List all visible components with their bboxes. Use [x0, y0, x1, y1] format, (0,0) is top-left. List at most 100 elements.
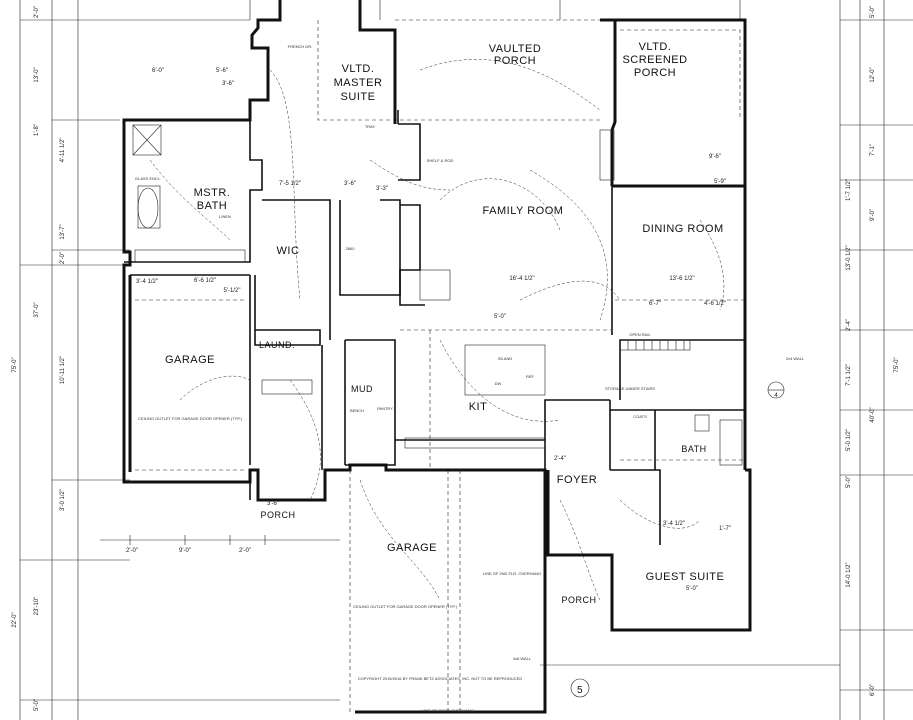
note-ceiling-outlet-center: CEILING OUTLET FOR GARAGE DOOR OPENER (T… — [353, 604, 458, 609]
mud-label: MUD — [351, 384, 373, 394]
fixtures — [132, 124, 743, 466]
note-dw: DW — [495, 381, 502, 386]
dim-right-3: 7'-1" — [870, 144, 876, 156]
note-linen: LINEN — [219, 214, 231, 219]
dim-int-10: 13'-6 1/2" — [669, 276, 694, 282]
dim-int-8: 5'-1/2" — [224, 288, 241, 294]
note-storage-stairs: STORAGE UNDER STAIRS — [605, 386, 655, 391]
dim-int-1: 6'-0" — [152, 68, 164, 74]
note-shelf-rod: SHELF & ROD — [427, 158, 454, 163]
dining-room-label: DINING ROOM — [642, 223, 723, 235]
dim-right-4: 9'-0" — [870, 209, 876, 221]
dim-left-9: 3'-0 1/2" — [60, 489, 66, 511]
garage-center-label: GARAGE — [387, 542, 437, 554]
note-glass-enclosure: GLASS ENCL. — [135, 176, 161, 181]
dim-right-1: 5'-0" — [870, 6, 876, 18]
porch-left-label: PORCH — [260, 510, 295, 520]
dim-left-6: 10'-11 1/2" — [60, 356, 66, 384]
left-dimensions: 2'-0" 13'-0" 1'-8" 4'-11 1/2" 13'-7" 10'… — [12, 6, 66, 711]
dim-left-12: 22'-0" — [12, 612, 18, 627]
dim-left-8: 37'-0" — [34, 302, 40, 317]
dim-right-2: 12'-0" — [870, 67, 876, 82]
dim-left-1: 2'-0" — [34, 6, 40, 18]
dim-right-11: 5'-0" — [846, 476, 852, 488]
note-wall-4x6: 4x6 WALL — [513, 656, 532, 661]
note-open-rail: OPEN RAIL — [629, 332, 651, 337]
note-french-door: FRENCH DR. — [288, 44, 313, 49]
dim-int-4: 7'-5 1/2" — [279, 181, 301, 187]
dim-right-10: 40'-0" — [870, 407, 876, 422]
dim-int-22: 1'-7" — [719, 526, 731, 532]
note-pantry: PANTRY — [377, 406, 393, 411]
dashed-lines — [135, 19, 745, 712]
dim-left-7: 2'-0" — [60, 252, 66, 264]
note-coats: COATS — [633, 414, 647, 419]
dim-int-21: 3'-6" — [222, 81, 234, 87]
dim-right-14: 6'-0" — [870, 684, 876, 696]
note-ref: REF — [526, 374, 535, 379]
dim-int-14: 3'-6" — [267, 501, 279, 507]
note-bench: BENCH — [350, 408, 364, 413]
dim-int-13: 4'-6 1/2" — [704, 301, 726, 307]
right-dimensions: 5'-0" 12'-0" 7'-1" 9'-0" 1'-7 1/2" 13'-0… — [846, 6, 900, 696]
dim-left-13: 5'-0" — [34, 699, 40, 711]
family-room-label: FAMILY ROOM — [483, 205, 564, 217]
dim-int-9: 16'-4 1/2" — [509, 276, 534, 282]
master-bath-label: MSTR.BATH — [194, 187, 231, 212]
interior-dimensions: 6'-0" 5'-6" 3'-4 1/2" 7'-5 1/2" 3'-6" 3'… — [126, 68, 731, 592]
dim-left-10: 75'-0" — [12, 357, 18, 372]
dim-right-13: 75'-0" — [894, 357, 900, 372]
dim-right-7: 2'-4" — [846, 319, 852, 331]
section-markers: 4 5 — [570, 381, 785, 698]
drawing-notes: 2x4 WALL 4x6 WALL OPEN RAIL CEILING OUTL… — [135, 44, 805, 713]
dim-int-5: 3'-6" — [344, 181, 356, 187]
bath-label: BATH — [681, 444, 706, 454]
foyer-label: FOYER — [557, 474, 597, 486]
dim-int-18: 5'-0" — [494, 314, 506, 320]
guest-suite-label: GUEST SUITE — [646, 571, 725, 583]
note-island: ISLAND — [498, 356, 513, 361]
laundry-label: LAUND. — [259, 340, 295, 350]
note-roof-overhang: LINE OF ROOF OVERHANG — [422, 708, 474, 713]
dim-int-17: 2'-0" — [239, 548, 251, 554]
dim-right-9: 5'-0 1/2" — [846, 429, 852, 451]
dim-int-11: 9'-6" — [709, 154, 721, 160]
dim-left-5: 13'-7" — [60, 224, 66, 239]
section-marker-5: 5 — [577, 685, 583, 696]
dim-right-5: 1'-7 1/2" — [846, 179, 852, 201]
kitchen-label: KIT — [469, 401, 488, 413]
dim-left-4: 4'-11 1/2" — [60, 138, 66, 163]
note-overhang: LINE OF 2ND FLR. OVERHANG — [483, 571, 541, 576]
dim-right-6: 13'-0 1/2" — [846, 245, 852, 270]
electrical-arcs — [149, 59, 725, 601]
dim-right-12: 14'-0 1/2" — [846, 562, 852, 587]
dim-int-16: 2'-0" — [126, 548, 138, 554]
dim-int-24: 2'-4" — [554, 456, 566, 462]
dim-int-2: 5'-6" — [216, 68, 228, 74]
dim-int-7: 6'-6 1/2" — [194, 278, 216, 284]
dim-int-19: 5'-0" — [686, 586, 698, 592]
porch-front-label: PORCH — [561, 595, 596, 605]
wic-label: WIC — [277, 245, 300, 257]
note-tray: TRAY — [365, 124, 376, 129]
note-wall-2x4: 2x4 WALL — [786, 356, 805, 361]
dim-int-20: 3'-4 1/2" — [663, 521, 685, 527]
dim-int-15: 9'-0" — [179, 548, 191, 554]
note-ceiling-outlet-left: CEILING OUTLET FOR GARAGE DOOR OPENER (T… — [138, 416, 243, 421]
dim-left-2: 13'-0" — [34, 67, 40, 82]
dim-int-6: 3'-3" — [376, 186, 388, 192]
dim-left-3: 1'-8" — [34, 124, 40, 136]
dim-left-11: 23'-10" — [34, 597, 40, 616]
note-door-2860: 2860 — [346, 246, 356, 251]
dim-right-8: 7'-1 1/2" — [846, 364, 852, 386]
dimension-frame — [19, 0, 913, 720]
note-copyright: COPYRIGHT 2015/2016 BY FRANK BETZ ASSOCI… — [358, 676, 523, 681]
section-marker-4: 4 — [774, 393, 778, 399]
dim-int-23: 5'-9" — [714, 179, 726, 185]
garage-left-label: GARAGE — [165, 354, 215, 366]
